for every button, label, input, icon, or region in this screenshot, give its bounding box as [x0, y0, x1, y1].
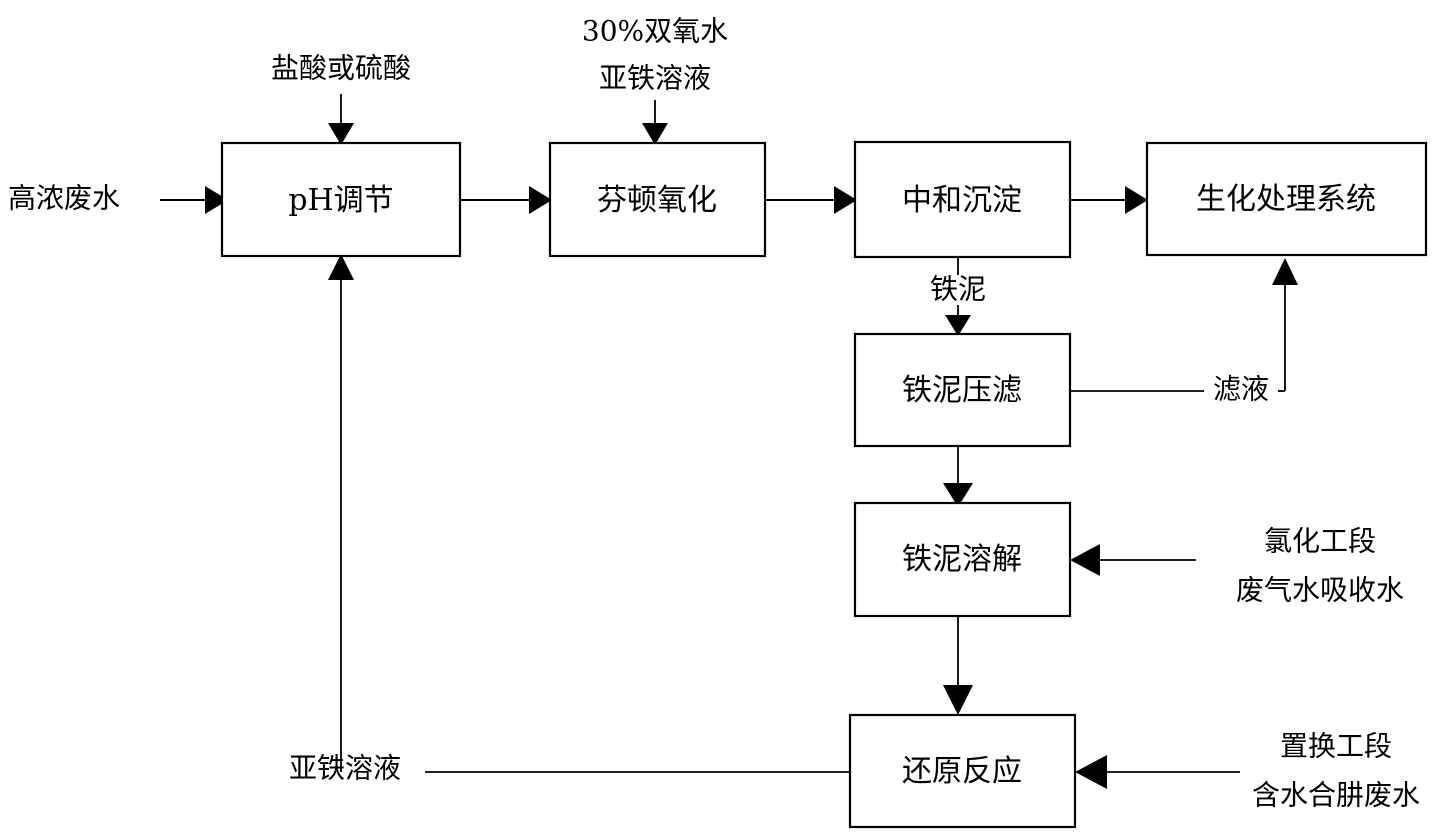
arrow-head-icon: [1272, 258, 1298, 285]
edge-displacement-to-reduce: [1075, 755, 1240, 789]
arrow-head-icon: [943, 483, 973, 507]
arrow-head-icon: [834, 186, 857, 214]
node-label-ph-adjustment: pH调节: [288, 183, 393, 218]
arrow-head-icon: [529, 186, 552, 214]
edge-label-chlorination-absorption-water: 废气水吸收水: [1236, 574, 1404, 607]
node-label-neutralization-precipitation: 中和沉淀: [902, 183, 1022, 218]
arrow-head-icon: [1075, 755, 1107, 789]
edge-dissolve-to-reduce: [943, 616, 973, 715]
arrow-head-icon: [945, 315, 971, 336]
edge-label-iron-sludge: 铁泥: [930, 273, 986, 306]
node-fenton-oxidation[interactable]: 芬顿氧化: [548, 141, 767, 258]
node-label-sludge-dissolution: 铁泥溶解: [902, 542, 1022, 577]
node-label-sludge-filter-press: 铁泥压滤: [902, 373, 1022, 408]
edge-label-displacement-section: 置换工段: [1280, 730, 1392, 763]
node-biochemical-treatment-system[interactable]: 生化处理系统: [1145, 141, 1428, 257]
node-reduction-reaction[interactable]: 还原反应: [848, 713, 1077, 829]
edge-fenton-to-neutral: [765, 186, 857, 214]
edge-acid-to-ph: [328, 94, 354, 145]
edge-label-acid: 盐酸或硫酸: [271, 52, 411, 85]
edge-label-chlorination-section: 氯化工段: [1264, 525, 1376, 558]
edge-peroxide-to-fenton: [642, 100, 668, 145]
edge-chlorination-to-dissolve: [1070, 544, 1196, 576]
edge-label-peroxide: 30%双氧水: [582, 15, 728, 48]
edge-label-ferrous-solution: 亚铁溶液: [289, 752, 401, 785]
edge-label-influent: 高浓废水: [8, 182, 120, 215]
node-sludge-dissolution[interactable]: 铁泥溶解: [853, 501, 1072, 618]
edge-reduce-to-ph-ferrous: [328, 254, 850, 773]
node-label-fenton-oxidation: 芬顿氧化: [597, 183, 717, 218]
arrow-head-icon: [642, 123, 668, 145]
node-ph-adjustment[interactable]: pH调节: [220, 141, 462, 258]
edge-influent-to-ph: [160, 186, 228, 214]
arrow-head-icon: [1070, 544, 1100, 576]
node-label-reduction-reaction: 还原反应: [902, 754, 1022, 789]
node-neutralization-precipitation[interactable]: 中和沉淀: [853, 140, 1072, 259]
edge-label-hydrazine-hydrate-wastewater: 含水合肼废水: [1252, 779, 1420, 812]
edge-label-ferrous-feed: 亚铁溶液: [599, 62, 711, 95]
edge-press-to-dissolve: [943, 446, 973, 507]
arrow-head-icon: [328, 123, 354, 145]
arrow-head-icon: [205, 186, 228, 214]
node-sludge-filter-press[interactable]: 铁泥压滤: [853, 332, 1072, 448]
edge-press-to-bio-filtrate: [1070, 258, 1298, 392]
arrow-head-icon: [943, 685, 973, 715]
edge-neutral-to-press: [945, 257, 971, 336]
edge-label-filtrate: 滤液: [1213, 373, 1269, 406]
edge-ph-to-fenton: [460, 186, 552, 214]
edge-neutral-to-bio: [1070, 186, 1148, 214]
node-label-biochemical-treatment-system: 生化处理系统: [1196, 182, 1376, 217]
arrow-head-icon: [1125, 186, 1148, 214]
arrow-head-icon: [328, 254, 354, 280]
